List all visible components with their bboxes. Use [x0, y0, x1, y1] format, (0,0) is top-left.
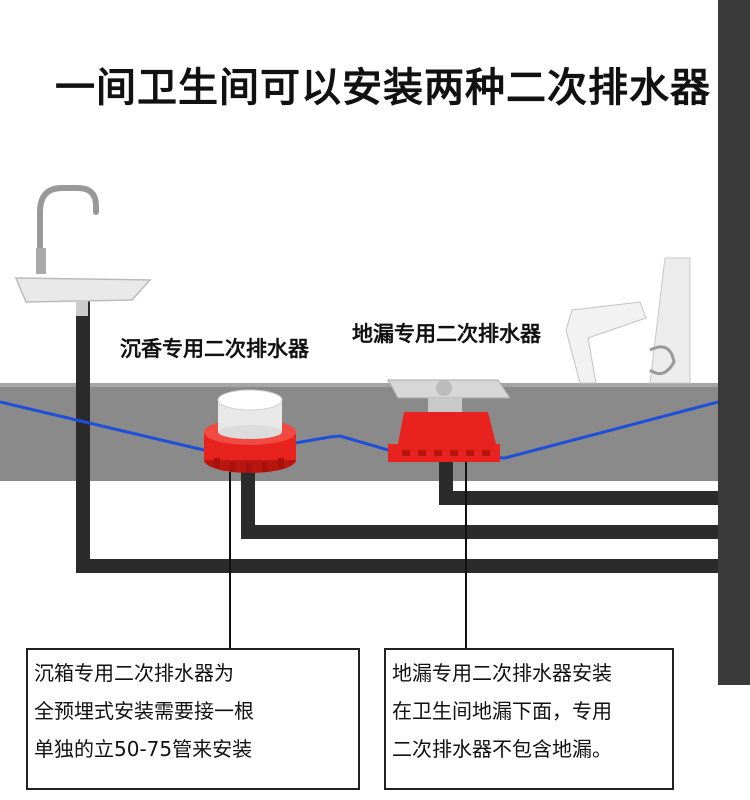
caption-right-line: 在卫生间地漏下面，专用 — [392, 699, 612, 723]
caption-left-line: 沉箱专用二次排水器为 — [34, 661, 234, 685]
floor-drain-drainer-label: 地漏专用二次排水器 — [352, 322, 541, 346]
caption-left-line: 全预埋式安装需要接一根 — [34, 699, 254, 723]
vertical-wall-pipe — [718, 0, 750, 685]
caption-left: 沉箱专用二次排水器为 全预埋式安装需要接一根 单独的立50-75管来安装 — [26, 648, 360, 790]
caption-right-line: 二次排水器不包含地漏。 — [392, 737, 612, 761]
floor-drain-drainer-icon — [387, 379, 511, 462]
sinkbox-drainer-icon — [204, 389, 296, 473]
caption-right: 地漏专用二次排水器安装 在卫生间地漏下面，专用 二次排水器不包含地漏。 — [384, 648, 674, 790]
toilet-icon — [565, 257, 691, 384]
sinkbox-drainer-label: 沉香专用二次排水器 — [120, 337, 309, 361]
page-title: 一间卫生间可以安装两种二次排水器 — [55, 65, 711, 111]
caption-right-line: 地漏专用二次排水器安装 — [392, 661, 612, 685]
floor-slab — [0, 383, 718, 481]
sink-icon — [14, 185, 152, 316]
caption-left-line: 单独的立50-75管来安装 — [34, 737, 253, 761]
drain-pipes — [76, 300, 718, 573]
